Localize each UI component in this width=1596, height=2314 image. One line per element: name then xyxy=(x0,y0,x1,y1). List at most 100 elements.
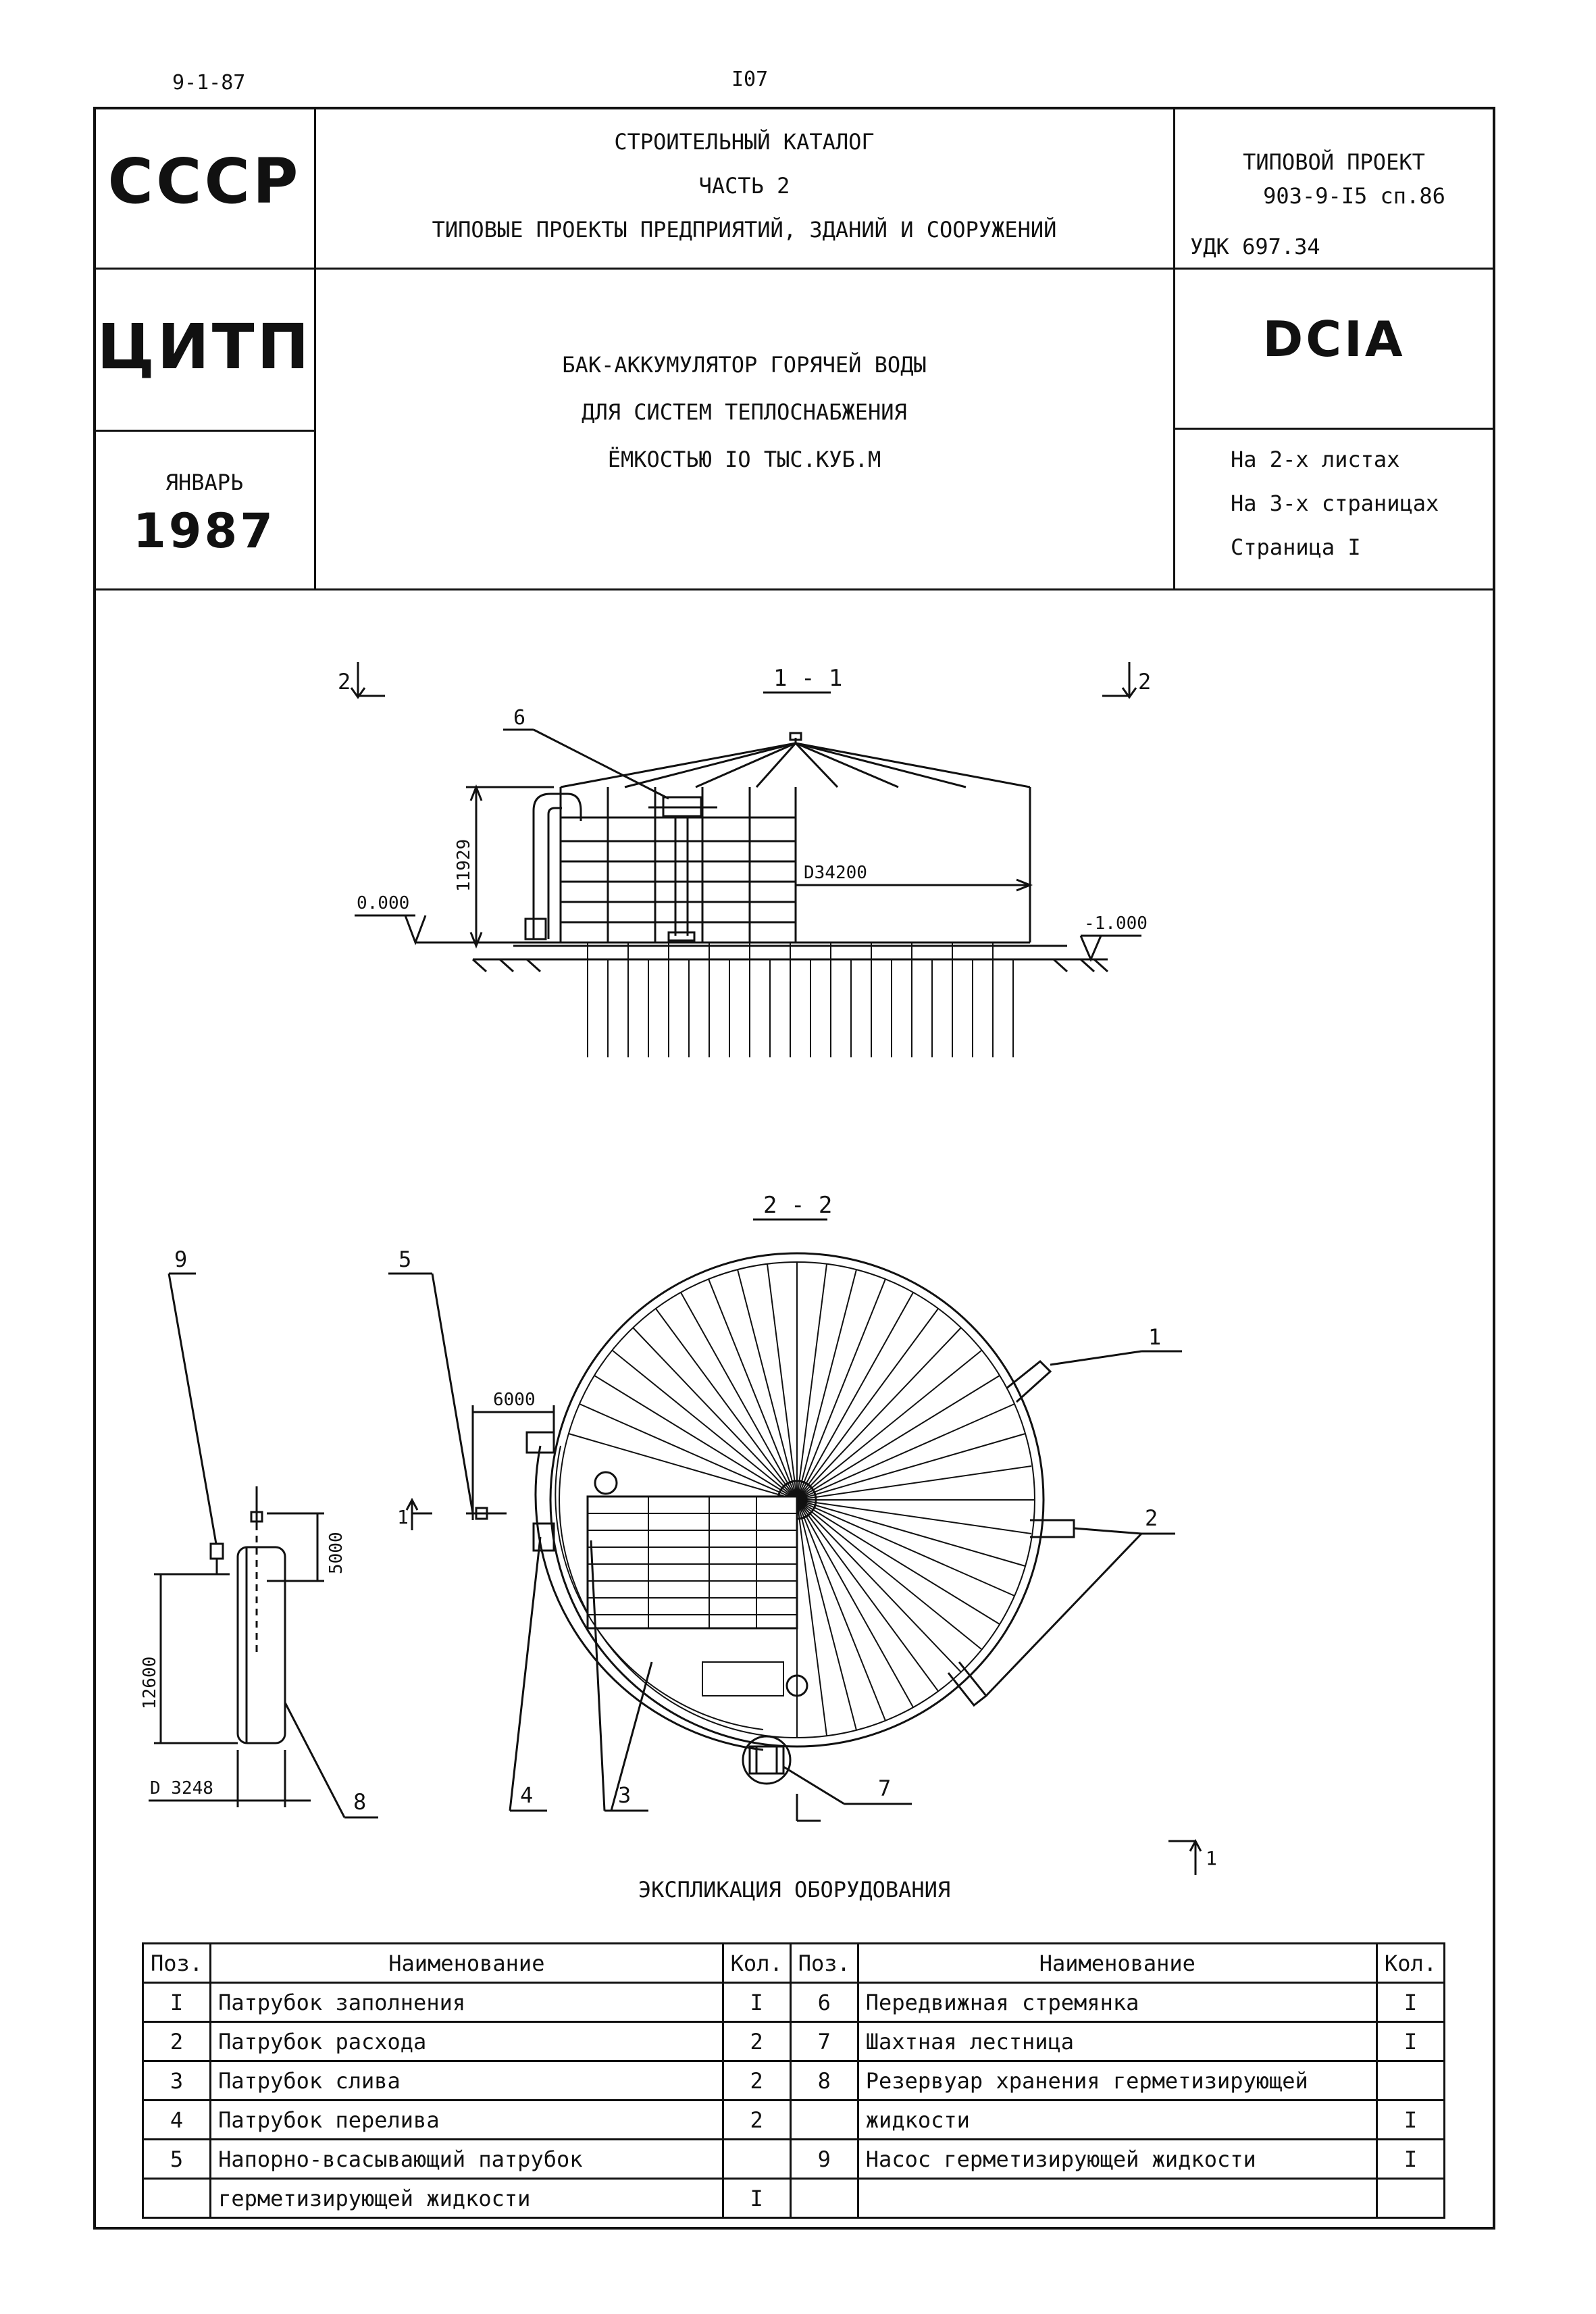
pages-count: На 3-х страницах xyxy=(1231,491,1439,516)
cell-pos: 6 xyxy=(789,1982,859,2023)
drawing-frame xyxy=(93,107,1495,2230)
catalog-line-2: ЧАСТЬ 2 xyxy=(698,173,790,199)
cell-qty xyxy=(1375,2060,1446,2101)
header-pos-left: Поз. xyxy=(141,1942,212,1984)
leader-5: 5 xyxy=(398,1247,411,1272)
equipment-title: ЭКСПЛИКАЦИЯ ОБОРУДОВАНИЯ xyxy=(638,1877,951,1903)
cell-name: Шахтная лестница xyxy=(856,2021,1378,2062)
section-2-label: 2 - 2 xyxy=(763,1192,832,1219)
sheet-code: 9-1-87 xyxy=(172,71,246,95)
header-divider xyxy=(93,430,314,432)
table-row: 5 Напорно-всасывающий патрубок 9 Насос г… xyxy=(141,2138,1446,2180)
catalog-line-1: СТРОИТЕЛЬНЫЙ КАТАЛОГ xyxy=(614,129,875,155)
header-divider xyxy=(93,268,1495,270)
cell-pos xyxy=(141,2178,212,2219)
cell-name: Передвижная стремянка xyxy=(856,1982,1378,2023)
dimension-12600: 12600 xyxy=(140,1657,160,1709)
dimension-6000: 6000 xyxy=(493,1390,536,1410)
leader-9: 9 xyxy=(174,1247,187,1272)
cell-name: жидкости xyxy=(856,2099,1378,2140)
cell-qty: 2 xyxy=(721,2021,792,2062)
cell-name: Насос герметизирующей жидкости xyxy=(856,2138,1378,2180)
org-citp: ЦИТП xyxy=(97,311,312,383)
equipment-table: Поз. Наименование Кол. Поз. Наименование… xyxy=(141,1942,1446,2219)
cut-1-right: 1 xyxy=(1206,1847,1217,1869)
cell-qty: I xyxy=(1375,2099,1446,2140)
year: 1987 xyxy=(133,503,276,559)
header-divider xyxy=(1173,428,1495,430)
header-qty-left: Кол. xyxy=(721,1942,792,1984)
cut-2-right: 2 xyxy=(1138,669,1151,695)
cut-2-left: 2 xyxy=(338,669,351,695)
cell-pos: 5 xyxy=(141,2138,212,2180)
height-dimension: 11929 xyxy=(454,839,474,892)
cell-qty: I xyxy=(1375,2021,1446,2062)
cell-pos xyxy=(789,2178,859,2219)
cell-pos: 4 xyxy=(141,2099,212,2140)
plan-view: 2 - 2 xyxy=(388,1192,1217,1875)
project-line-2: 903-9-I5 сп.86 xyxy=(1263,183,1445,209)
cell-qty: I xyxy=(1375,1982,1446,2023)
leader-8: 8 xyxy=(353,1789,366,1815)
cell-name: Патрубок заполнения xyxy=(209,1982,724,2023)
cell-name: Патрубок слива xyxy=(209,2060,724,2101)
dimension-d3248: D 3248 xyxy=(150,1778,213,1799)
title-line-1: БАК-АККУМУЛЯТОР ГОРЯЧЕЙ ВОДЫ xyxy=(562,352,927,378)
header-divider xyxy=(314,107,316,590)
month: ЯНВАРЬ xyxy=(165,470,244,495)
cell-qty: 2 xyxy=(721,2099,792,2140)
title-line-2: ДЛЯ СИСТЕМ ТЕПЛОСНАБЖЕНИЯ xyxy=(582,399,907,425)
cell-name: Резервуар хранения герметизирующей xyxy=(856,2060,1378,2101)
cell-pos: 3 xyxy=(141,2060,212,2101)
leader-4: 4 xyxy=(520,1782,533,1808)
cell-name: Патрубок перелива xyxy=(209,2099,724,2140)
cell-name xyxy=(856,2178,1378,2219)
cell-pos: 8 xyxy=(789,2060,859,2101)
table-header-row: Поз. Наименование Кол. Поз. Наименование… xyxy=(141,1942,1446,1984)
page-number: I07 xyxy=(731,68,769,91)
document-code: DCIA xyxy=(1262,311,1406,368)
title-line-3: ЁМКОСТЬЮ IO ТЫС.КУБ.М xyxy=(607,447,881,472)
cell-qty: I xyxy=(1375,2138,1446,2180)
current-page: Страница I xyxy=(1231,534,1361,560)
cell-pos: 7 xyxy=(789,2021,859,2062)
cell-name: Напорно-всасывающий патрубок xyxy=(209,2138,724,2180)
cell-name: Патрубок расхода xyxy=(209,2021,724,2062)
cell-pos: 9 xyxy=(789,2138,859,2180)
dimension-5000: 5000 xyxy=(326,1532,346,1574)
header-name-right: Наименование xyxy=(856,1942,1378,1984)
header-divider xyxy=(93,588,1495,590)
cell-pos: I xyxy=(141,1982,212,2023)
header-qty-right: Кол. xyxy=(1375,1942,1446,1984)
cell-qty xyxy=(721,2138,792,2180)
table-row: I Патрубок заполнения I 6 Передвижная ст… xyxy=(141,1982,1446,2023)
org-ussr: СССР xyxy=(107,145,301,218)
sealing-liquid-reservoir: 5000 12600 D 3248 9 8 xyxy=(140,1247,378,1819)
table-row: 3 Патрубок слива 2 8 Резервуар хранения … xyxy=(141,2060,1446,2101)
table-row: 4 Патрубок перелива 2 жидкости I xyxy=(141,2099,1446,2140)
project-line-1: ТИПОВОЙ ПРОЕКТ xyxy=(1243,149,1425,175)
cell-qty: 2 xyxy=(721,2060,792,2101)
header-name-left: Наименование xyxy=(209,1942,724,1984)
cut-1-left: 1 xyxy=(397,1506,409,1528)
cell-qty: I xyxy=(721,1982,792,2023)
leader-6: 6 xyxy=(513,706,525,730)
catalog-line-3: ТИПОВЫЕ ПРОЕКТЫ ПРЕДПРИЯТИЙ, ЗДАНИЙ И СО… xyxy=(432,217,1057,243)
section-1-label: 1 - 1 xyxy=(773,665,842,692)
leader-7: 7 xyxy=(878,1776,891,1801)
sheets-count: На 2-х листах xyxy=(1231,447,1400,472)
cell-pos xyxy=(789,2099,859,2140)
cell-qty xyxy=(1375,2178,1446,2219)
leader-2: 2 xyxy=(1145,1505,1158,1531)
table-row: герметизирующей жидкости I xyxy=(141,2178,1446,2219)
cell-pos: 2 xyxy=(141,2021,212,2062)
leader-3: 3 xyxy=(618,1782,631,1808)
elevation-view: 1 - 1 2 2 xyxy=(338,662,1151,1057)
level-minus-one: -1.000 xyxy=(1084,913,1148,934)
header-divider xyxy=(1173,107,1175,590)
leader-1: 1 xyxy=(1148,1324,1161,1350)
table-row: 2 Патрубок расхода 2 7 Шахтная лестница … xyxy=(141,2021,1446,2062)
cell-qty: I xyxy=(721,2178,792,2219)
udk: УДК 697.34 xyxy=(1190,234,1320,259)
